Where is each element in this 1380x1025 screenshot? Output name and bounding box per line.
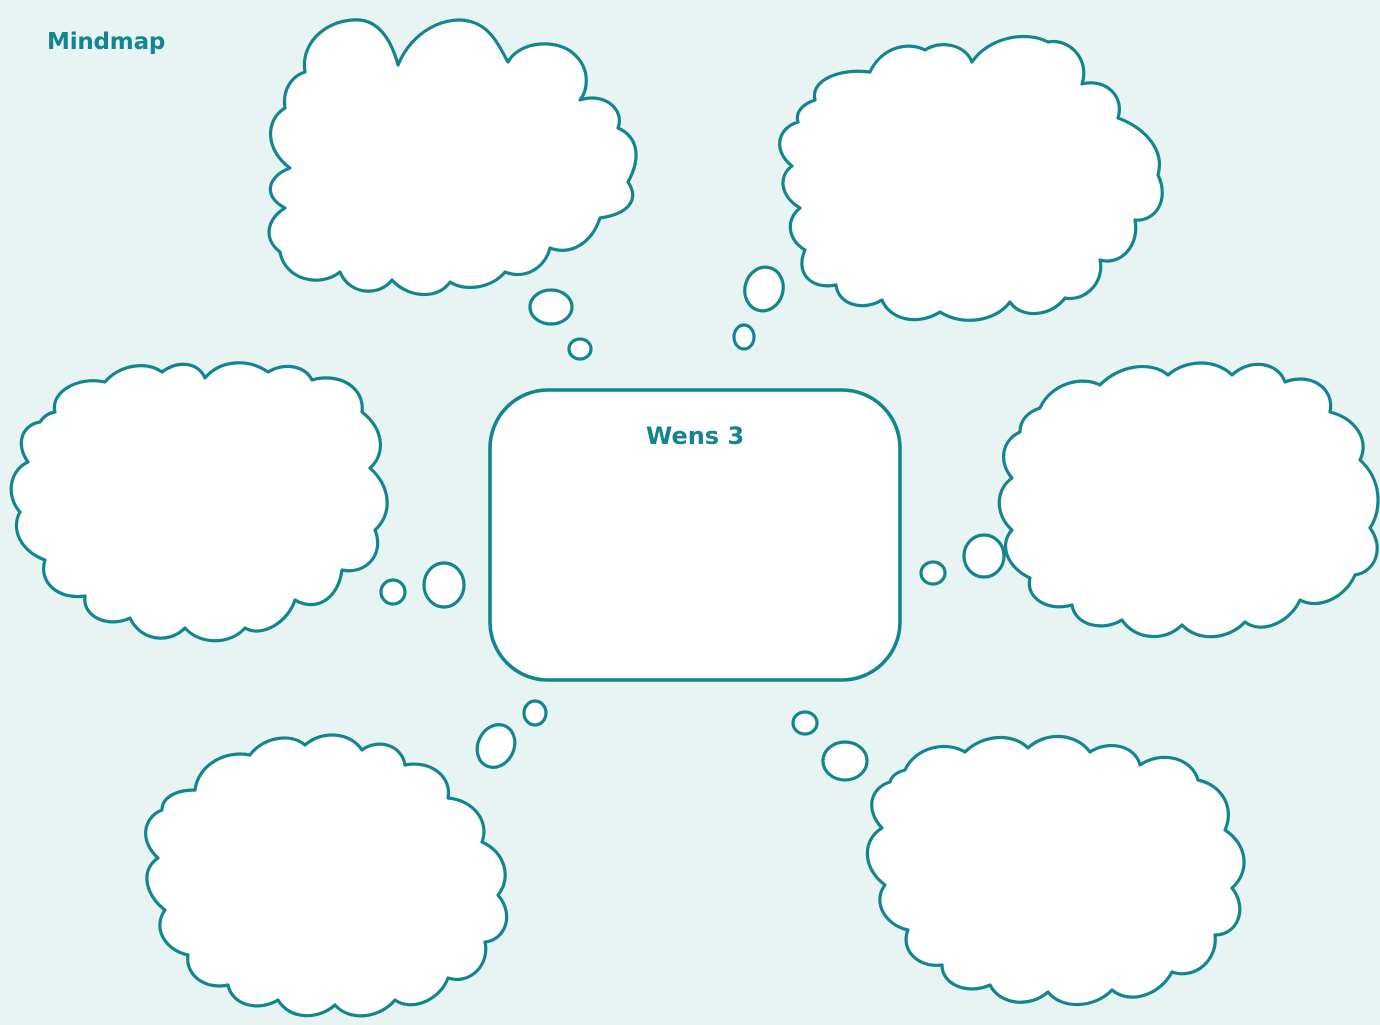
thought-bubble-bottom-left-small bbox=[524, 701, 546, 725]
center-topic-label: Wens 3 bbox=[490, 422, 900, 450]
thought-bubble-middle-left-small bbox=[381, 580, 405, 604]
thought-bubble-top-right-small bbox=[734, 325, 754, 349]
thought-bubble-bottom-left-large bbox=[470, 718, 521, 773]
page-title: Mindmap bbox=[47, 29, 165, 55]
thought-cloud-middle-left[interactable] bbox=[11, 363, 387, 641]
thought-bubble-bottom-right-small bbox=[793, 712, 817, 734]
thought-cloud-top-right[interactable] bbox=[780, 36, 1163, 320]
thought-cloud-bottom-right[interactable] bbox=[867, 736, 1244, 1004]
thought-cloud-top-left[interactable] bbox=[269, 20, 636, 295]
thought-bubble-middle-right-large bbox=[964, 535, 1004, 577]
thought-bubble-middle-right-small bbox=[921, 562, 945, 584]
thought-cloud-bottom-left[interactable] bbox=[146, 735, 507, 1016]
thought-bubble-middle-left-large bbox=[424, 563, 464, 607]
thought-cloud-middle-right[interactable] bbox=[999, 363, 1378, 637]
thought-bubble-top-right-large bbox=[740, 263, 788, 315]
thought-bubble-bottom-right-large bbox=[823, 742, 867, 780]
thought-bubble-top-left-large bbox=[530, 290, 572, 324]
thought-bubble-top-left-small bbox=[569, 339, 591, 359]
